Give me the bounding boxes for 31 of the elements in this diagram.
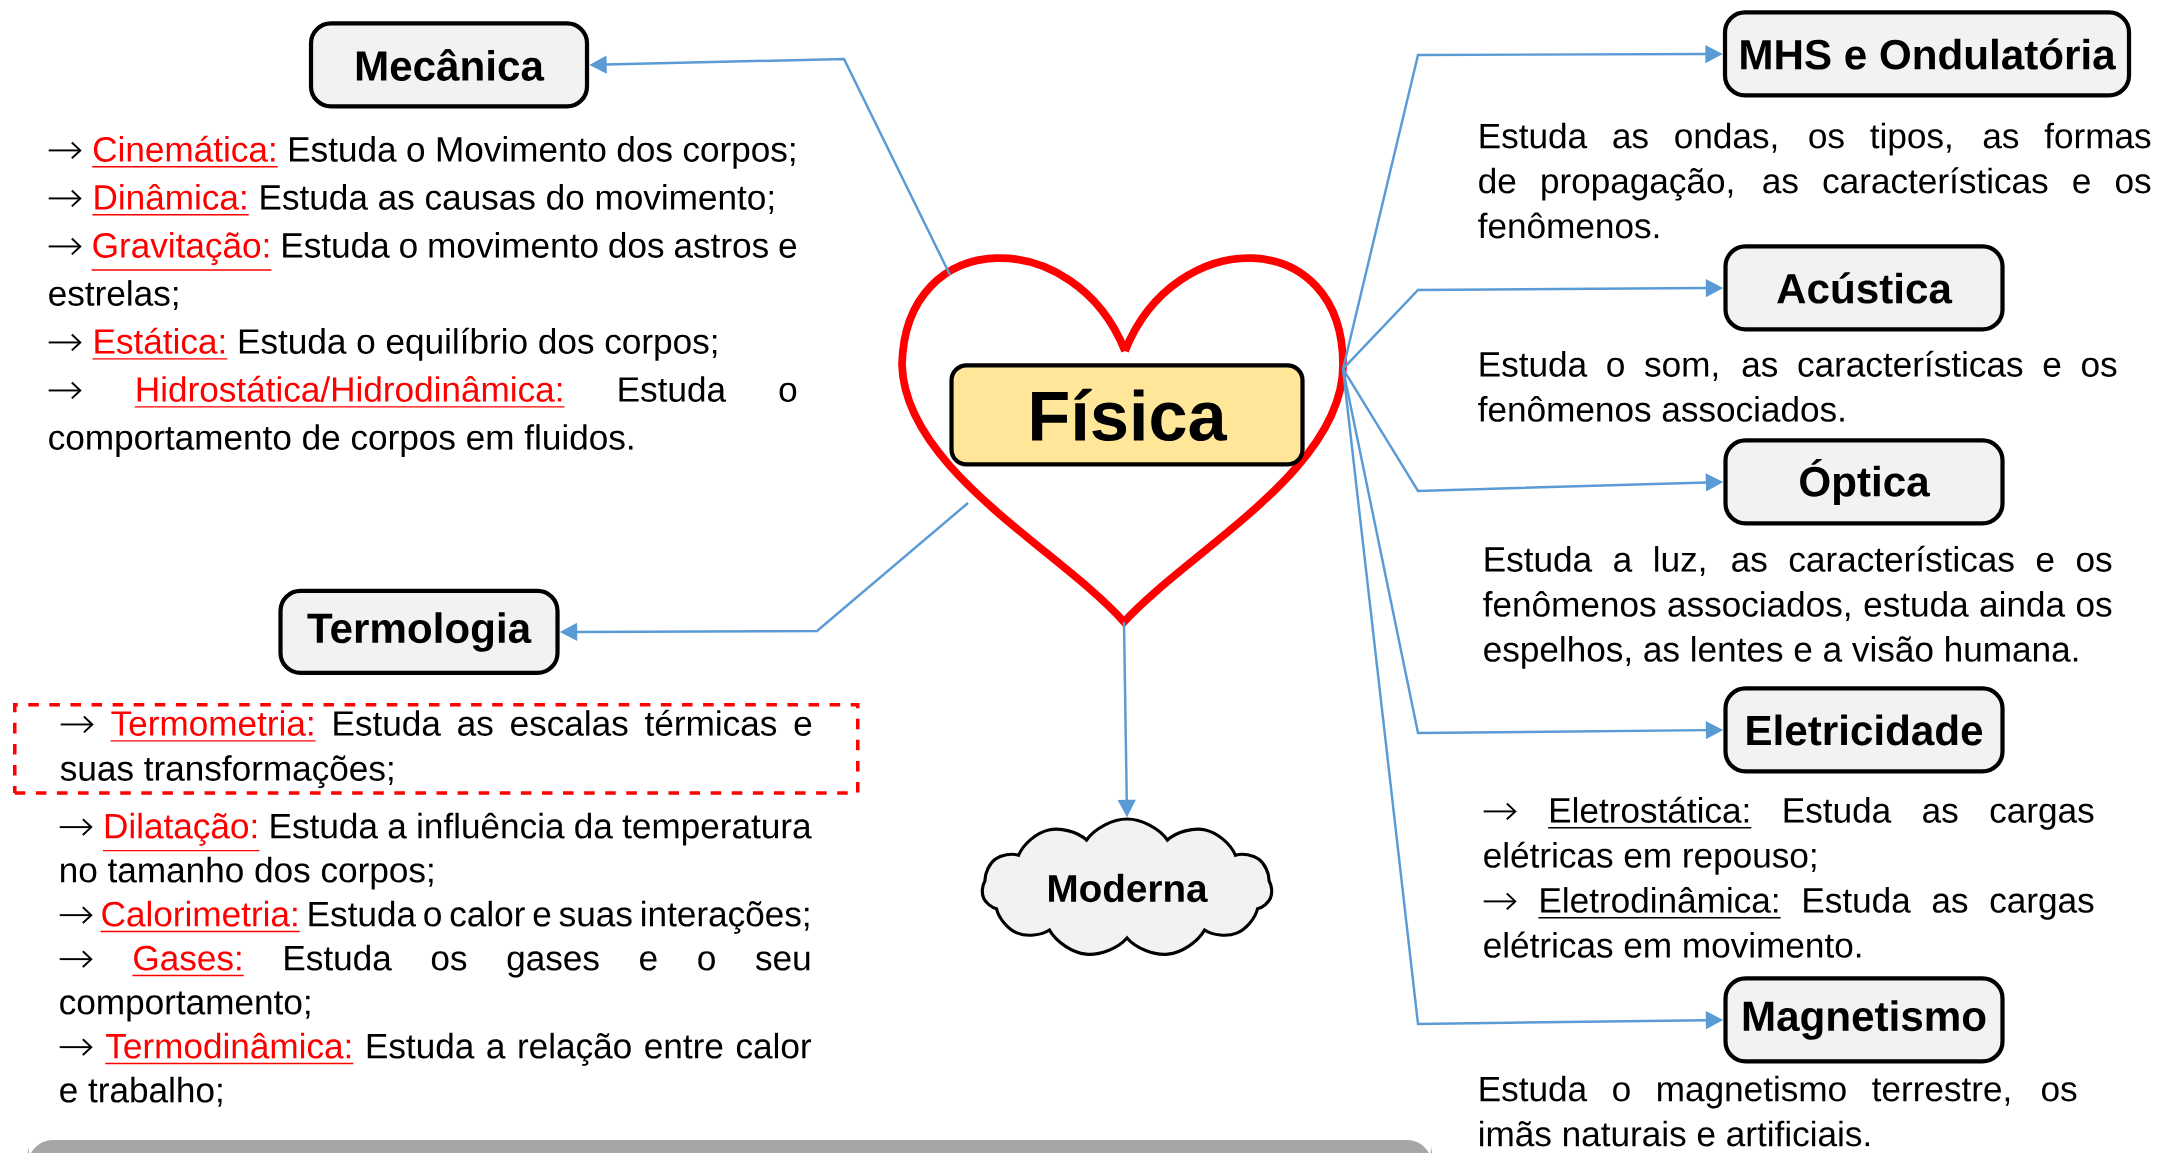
- topic-box: Magnetismo: [1723, 976, 2005, 1064]
- node-label: Gravitação:: [93, 232, 269, 266]
- list-item: Dilatação: Estuda a influência da temperatura no tamanho dos corpos;: [58, 812, 812, 890]
- node-label: estrelas;: [49, 280, 178, 311]
- list-item: Calorimetria: Estuda o calor e suas interações;: [58, 900, 809, 934]
- list-item: Cinemática: Estuda o Movimento dos corpos;: [47, 135, 795, 169]
- list-item: Eletrodinâmica: Estuda as cargas elétricas em movimento.: [1482, 886, 2094, 958]
- node-label: Estuda o movimento dos astros e: [283, 232, 797, 258]
- topic-box: Mecânica: [308, 21, 590, 109]
- list-item: Hidrostática/Hidrodinâmica: Estuda o comportamento de corpos em fluidos.: [47, 375, 797, 457]
- description-text: Estuda o som, as características e os fenômenos associados.: [1478, 350, 2117, 422]
- heart-shape: [898, 254, 1347, 626]
- topic-box: Eletricidade: [1723, 686, 2005, 774]
- node-label: Termodinâmica:: [106, 1032, 351, 1059]
- topic-box: Acústica: [1723, 244, 2005, 332]
- list-item: Termodinâmica: Estuda a relação entre calor e trabalho;: [58, 1032, 812, 1107]
- topic-box: Termologia: [278, 588, 560, 676]
- description-text: Estuda as ondas, os tipos, as formas de propagação, as características e os fenômenos.: [1478, 122, 2151, 239]
- list-item: Gravitação: Estuda o movimento dos astros e estrelas;: [47, 232, 797, 311]
- list-item: Dinâmica: Estuda as causas do movimento;: [47, 184, 773, 216]
- dashed-box: [13, 703, 860, 795]
- list-item: Eletrostática: Estuda as cargas elétricas em repouso;: [1482, 796, 2094, 875]
- topic-box: Óptica: [1723, 438, 2005, 526]
- description-text: Estuda o magnetismo terrestre, os imãs naturais e artificiais.: [1480, 1075, 2077, 1147]
- description-text: Estuda a luz, as características e os fenômenos associados, estuda ainda os espelhos, as lentes e a visão humana.: [1483, 545, 2112, 669]
- list-item: Estática: Estuda o equilíbrio dos corpos;: [47, 327, 717, 361]
- list-item: Termometria: Estuda as escalas térmicas e suas transformações;: [59, 709, 812, 789]
- list-item: Gases: Estuda os gases e o seu comportamento;: [58, 944, 810, 1022]
- topic-box: MHS e Ondulatória: [1722, 10, 2132, 98]
- node-label: e trabalho;: [60, 1076, 222, 1107]
- node-label: Estuda a relação entre calor: [367, 1032, 812, 1066]
